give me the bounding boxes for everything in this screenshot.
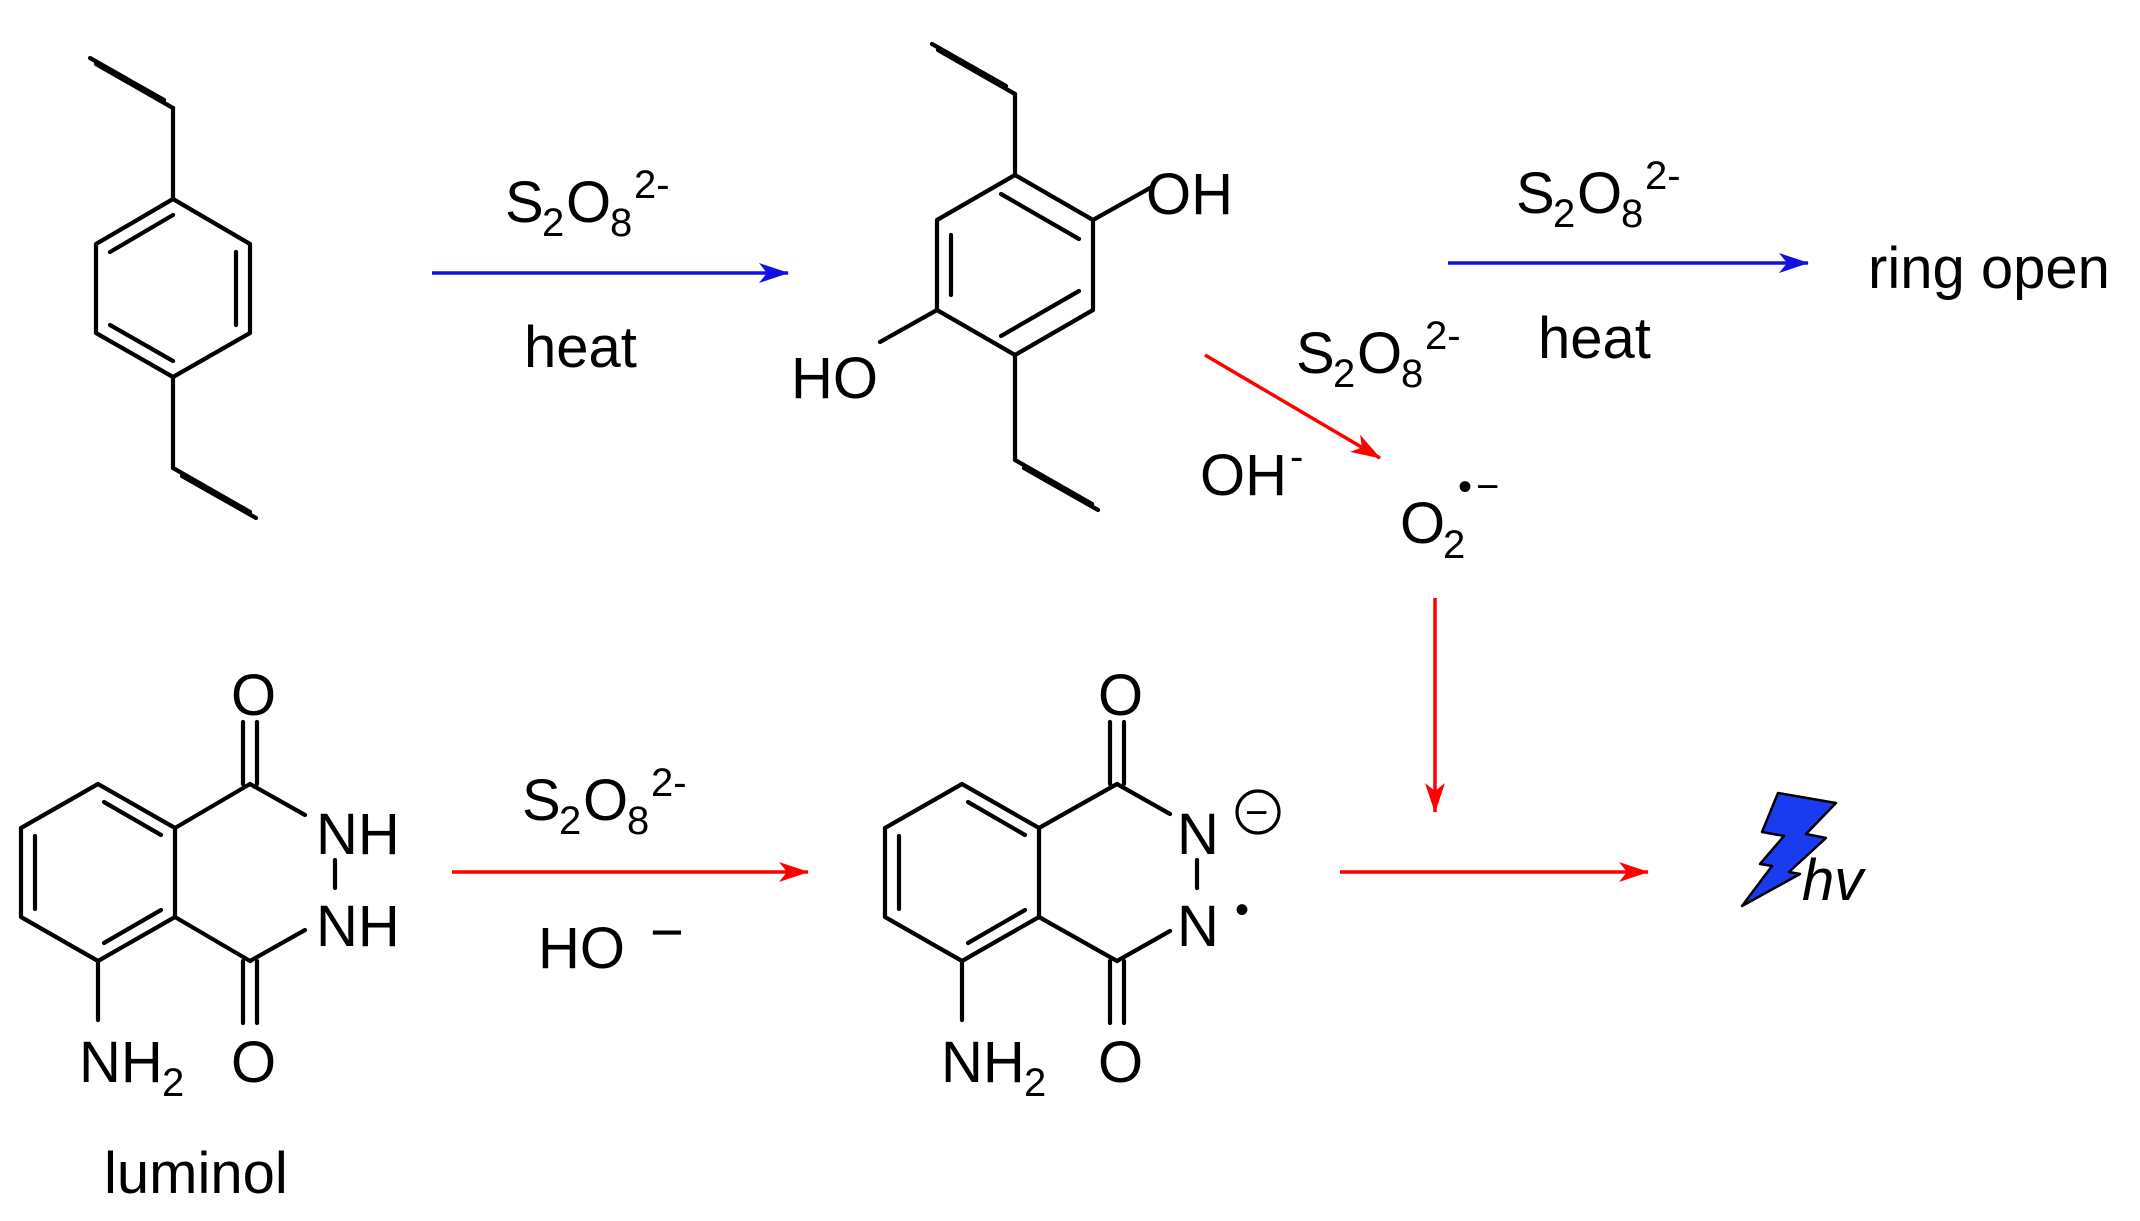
- svg-text:2: 2: [1333, 352, 1355, 396]
- svg-text:O: O: [1357, 321, 1402, 386]
- luminol-structure: [18, 719, 338, 1026]
- svg-text:2: 2: [1024, 1061, 1046, 1105]
- svg-text:2: 2: [559, 799, 581, 843]
- photon-hv-label: hv: [1802, 848, 1866, 913]
- negative-charge-sign: −: [1245, 791, 1268, 835]
- svg-text:S: S: [505, 170, 544, 235]
- svg-text:O: O: [566, 170, 611, 235]
- svg-text:•: •: [1458, 465, 1472, 509]
- svg-text:2: 2: [1443, 523, 1465, 567]
- svg-text:2: 2: [162, 1061, 184, 1105]
- svg-text:O: O: [583, 768, 628, 833]
- svg-text:OH: OH: [1200, 443, 1287, 508]
- luminol-radical-anion-structure: [882, 719, 1281, 1026]
- svg-text:2-: 2-: [651, 761, 687, 805]
- intermediate-n-radical: N: [1177, 894, 1219, 959]
- intermediate-amino-group: NH 2: [941, 1030, 1046, 1105]
- svg-text:O: O: [1400, 491, 1445, 556]
- svg-text:2: 2: [542, 201, 564, 245]
- reagent-persulfate-1: S 2 O 8 2-: [505, 163, 670, 245]
- reagent-heat-1: heat: [524, 315, 637, 380]
- svg-text:8: 8: [1621, 192, 1643, 236]
- luminol-nh-bottom: NH: [316, 894, 400, 959]
- intermediate-n-anion: N: [1177, 802, 1219, 867]
- reagent-persulfate-3: S 2 O 8 2-: [1296, 314, 1461, 396]
- svg-text:8: 8: [627, 799, 649, 843]
- reagent-persulfate-2: S 2 O 8 2-: [1516, 154, 1681, 236]
- reagent-hydroxide-bottom: HO −: [538, 900, 684, 981]
- svg-text:O: O: [1577, 161, 1622, 226]
- svg-text:-: -: [1290, 435, 1303, 479]
- svg-text:S: S: [522, 768, 561, 833]
- svg-text:NH: NH: [941, 1030, 1025, 1095]
- intermediate-carbonyl-o-top: O: [1098, 663, 1143, 728]
- divinylhydroquinone-structure: [877, 41, 1153, 513]
- divinylbenzene-structure: [87, 55, 259, 521]
- arrow-superoxide-formation: [1204, 353, 1381, 460]
- svg-text:S: S: [1516, 161, 1555, 226]
- svg-text:HO: HO: [538, 916, 625, 981]
- intermediate-carbonyl-o-bottom: O: [1098, 1030, 1143, 1095]
- svg-text:S: S: [1296, 321, 1335, 386]
- luminol-nh-top: NH: [316, 802, 400, 867]
- atom-ho-label: HO: [791, 346, 878, 411]
- reagent-heat-2: heat: [1538, 306, 1651, 371]
- luminol-amino-group: NH 2: [79, 1030, 184, 1105]
- svg-text:2: 2: [1553, 192, 1575, 236]
- radical-dot: •: [1235, 888, 1249, 932]
- svg-text:8: 8: [1401, 352, 1423, 396]
- svg-text:2-: 2-: [1425, 314, 1461, 358]
- svg-text:2-: 2-: [634, 163, 670, 207]
- luminol-carbonyl-o-bottom: O: [231, 1030, 276, 1095]
- product-ring-open: ring open: [1868, 236, 2110, 301]
- svg-text:NH: NH: [79, 1030, 163, 1095]
- luminol-label: luminol: [104, 1141, 288, 1206]
- reagent-persulfate-4: S 2 O 8 2-: [522, 761, 687, 843]
- atom-oh-label: OH: [1146, 162, 1233, 227]
- svg-text:−: −: [1476, 465, 1499, 509]
- superoxide-radical: O 2 • −: [1400, 465, 1499, 567]
- svg-text:2-: 2-: [1645, 154, 1681, 198]
- luminol-carbonyl-o-top: O: [231, 663, 276, 728]
- svg-text:−: −: [650, 900, 684, 965]
- reagent-hydroxide-top: OH -: [1200, 435, 1303, 508]
- lightning-bolt-icon: [1740, 791, 1838, 908]
- svg-text:8: 8: [610, 201, 632, 245]
- negative-charge-icon: [1235, 789, 1281, 835]
